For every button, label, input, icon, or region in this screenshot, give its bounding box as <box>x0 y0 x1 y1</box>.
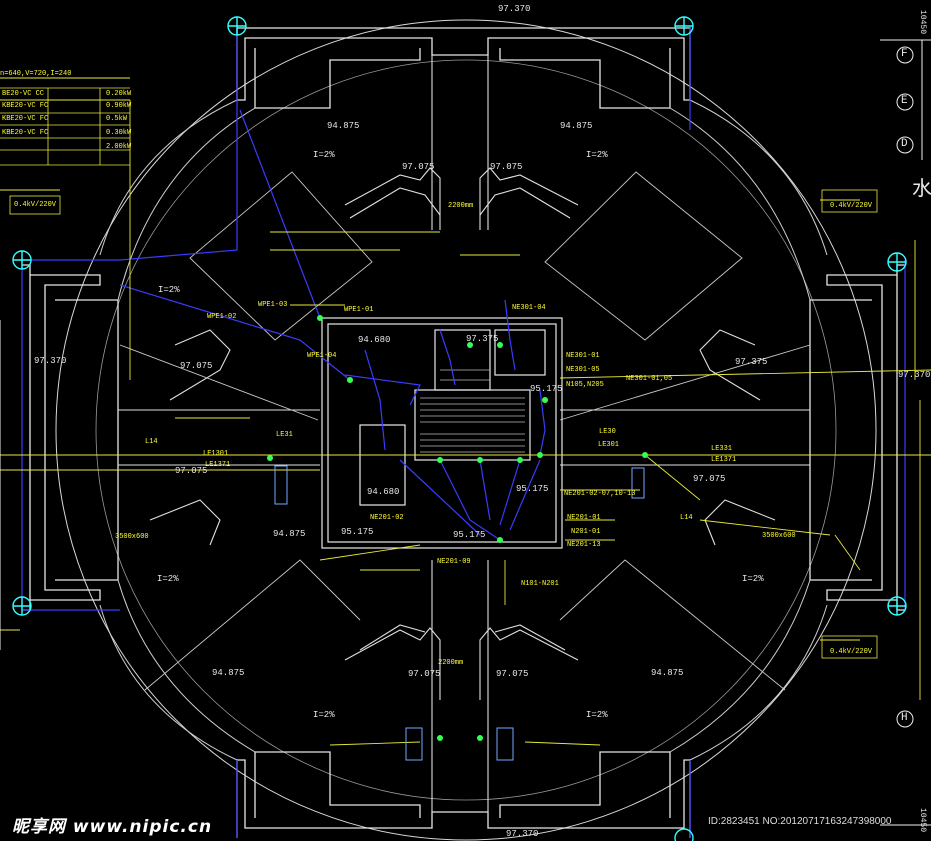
circuit-ne201-07: NE201-02-07,10-13 <box>564 490 636 498</box>
circuit-le31: LE31 <box>276 431 293 439</box>
axis-bubbles <box>12 16 907 841</box>
circuit-ne201-09: NE201-09 <box>437 558 471 566</box>
pipe-e: 3500x600 <box>762 532 796 540</box>
inner-circle <box>95 59 837 801</box>
elev-right: 97.370 <box>898 370 931 380</box>
circuit-wpe1-04: WPE1-04 <box>307 352 337 360</box>
elev-top: 97.370 <box>498 4 531 14</box>
slope-se: I=2% <box>742 574 764 584</box>
elev-core-2: 94.680 <box>367 487 400 497</box>
slope-s: I=2% <box>313 710 335 720</box>
slope-sw: I=2% <box>157 574 179 584</box>
diamonds <box>119 171 811 691</box>
circuit-ne301-01-05: NE301-01,05 <box>626 375 673 383</box>
elev-bottom: 97.370 <box>506 829 539 839</box>
elev-room-nw: 94.875 <box>327 121 360 131</box>
slope-s2: I=2% <box>586 710 608 720</box>
corridor-walls <box>118 55 810 812</box>
pipe-w: 3500x600 <box>115 533 149 541</box>
elev-core-6: 97.375 <box>466 334 499 344</box>
circuit-ne301-05: NE301-05 <box>566 366 600 374</box>
legend-table <box>0 87 878 659</box>
legend-header: n=640,V=720,I=240 <box>0 70 72 78</box>
cable-s: 2200mm <box>438 659 464 667</box>
legend-row-type: KBE20-VC FC <box>2 129 49 137</box>
slope-ne: I=2% <box>586 150 608 160</box>
circuit-le1301: LE1301 <box>203 450 229 458</box>
circuit-wpe1-01: WPE1-01 <box>344 306 374 314</box>
grid-label-d: D <box>901 138 908 150</box>
circuit-l14: L14 <box>145 438 158 446</box>
elev-core-4: 95.175 <box>453 530 486 540</box>
elev-core-7: 95.175 <box>516 484 549 494</box>
legend-row-value: 0.30kW <box>106 129 132 137</box>
outer-circle <box>55 19 877 841</box>
elev-core-5: 95.175 <box>530 384 563 394</box>
circuit-ne301-04: NE301-04 <box>512 304 546 312</box>
legend-row-type: KBE20-VC FC <box>2 115 49 123</box>
legend-row-value: 0.90kW <box>106 102 132 110</box>
corner-wedges <box>99 99 828 761</box>
legend-box-right-bottom: 0.4kV/220V <box>830 648 873 656</box>
circuit-n101: N101-N201 <box>521 580 559 588</box>
elev-corr-s-left: 97.075 <box>408 669 441 679</box>
grid-label-e: E <box>901 95 908 107</box>
legend-row-value: 0.20kW <box>106 90 132 98</box>
elev-room-sw: 94.875 <box>273 529 306 539</box>
legend-box-left: 0.4kV/220V <box>14 201 57 209</box>
elev-corr-s-right: 97.075 <box>496 669 529 679</box>
conduit-lines <box>21 28 906 838</box>
slope-nw: I=2% <box>313 150 335 160</box>
slope-w: I=2% <box>158 285 180 295</box>
grid-label-f: F <box>901 48 908 60</box>
elev-core-3: 95.175 <box>341 527 374 537</box>
elev-corr-w2: 97.075 <box>175 466 208 476</box>
dim-top-right: 10450 <box>918 10 927 35</box>
circuit-le1371: LE1371 <box>711 456 737 464</box>
junction-markers <box>267 315 648 741</box>
circuit-n105: N105,N205 <box>566 381 604 389</box>
circuit-ne201-13: NE201-13 <box>567 541 601 549</box>
yellow-leaders <box>0 77 931 746</box>
legend-box-right-top: 0.4kV/220V <box>830 202 873 210</box>
legend-row-type: KBE20-VC FC <box>2 102 49 110</box>
circuit-le301: LE301 <box>598 441 620 449</box>
circuit-le1371-b: LE1371 <box>205 461 231 469</box>
elev-right-mid: 97.375 <box>735 357 768 367</box>
circuit-ne201-02: NE201-02 <box>370 514 404 522</box>
elev-corr-n-left: 97.075 <box>402 162 435 172</box>
watermark-id: ID:2823451 NO:20120717163247398000 <box>708 816 892 827</box>
circuit-ne301-01: NE301-01 <box>566 352 600 360</box>
elev-core-1: 94.680 <box>358 335 391 345</box>
elev-corr-n-right: 97.075 <box>490 162 523 172</box>
circuit-le331: LE331 <box>711 445 733 453</box>
elev-room-se: 94.875 <box>651 668 684 678</box>
circuit-le30: LE30 <box>599 428 616 436</box>
elev-corr-w: 97.075 <box>180 361 213 371</box>
legend-row-value: 0.5kW <box>106 115 128 123</box>
cable-w: 2200mm <box>448 202 474 210</box>
elev-corr-e: 97.075 <box>693 474 726 484</box>
outer-walls <box>22 27 905 838</box>
right-title: 水 <box>912 176 931 200</box>
dim-bottom-right: 10450 <box>918 808 927 833</box>
elev-room-ne: 94.875 <box>560 121 593 131</box>
right-grid <box>0 39 931 826</box>
circuit-wpe1-03: WPE1-03 <box>258 301 288 309</box>
circuit-l14-b: L14 <box>680 514 693 522</box>
elev-room-sw2: 94.875 <box>212 668 245 678</box>
circuit-wpe1-02: WPE1-02 <box>207 313 237 321</box>
legend-row-value: 2.00kW <box>106 143 132 151</box>
equipment-boxes <box>274 465 645 761</box>
grid-label-h: H <box>901 712 908 724</box>
elev-left: 97.370 <box>34 356 67 366</box>
watermark-logo: 昵享网 www.nipic.cn <box>12 817 213 837</box>
legend-row-type: BE20-VC CC <box>2 90 45 98</box>
circuit-n201-01: N201-01 <box>571 528 601 536</box>
stairs <box>420 369 525 453</box>
circuit-ne201-01: NE201-01 <box>567 514 601 522</box>
